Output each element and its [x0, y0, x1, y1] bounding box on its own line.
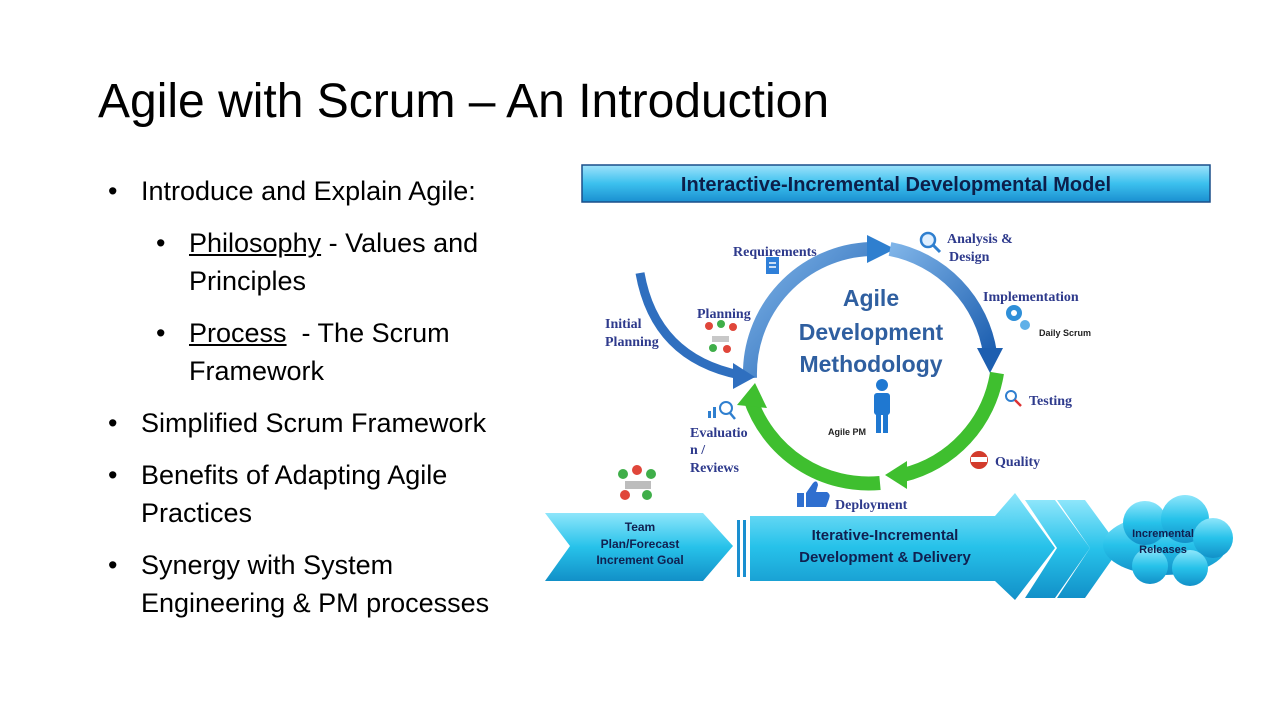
daily-scrum-label: Daily Scrum — [1039, 328, 1091, 338]
stage-initial-2: Planning — [605, 335, 659, 350]
testing-icon — [1005, 390, 1022, 407]
bullet-introduce-agile: Introduce and Explain Agile: — [108, 172, 528, 210]
stage-evaluation-3: Reviews — [690, 461, 740, 476]
person-icon — [874, 379, 890, 433]
stage-analysis-2: Design — [949, 250, 990, 265]
sub-bullet-philosophy: Philosophy - Values and Principles — [141, 224, 528, 300]
stage-quality: Quality — [995, 455, 1040, 470]
team-label-2: Plan/Forecast — [601, 537, 680, 551]
stage-requirements: Requirements — [733, 245, 817, 260]
iteration-divider — [737, 520, 746, 577]
quality-badge-icon — [970, 451, 988, 469]
stage-planning: Planning — [697, 307, 751, 322]
document-icon — [766, 257, 779, 274]
slide-title: Agile with Scrum – An Introduction — [98, 75, 830, 128]
process-text: - The Scrum Framework — [189, 318, 458, 386]
philosophy-text: - Values and Principles — [189, 228, 479, 296]
agile-model-diagram: Interactive-Incremental Developmental Mo… — [545, 164, 1233, 600]
analytics-icon — [708, 401, 736, 420]
releases-cloud — [1103, 495, 1233, 586]
process-label: Process — [189, 318, 287, 348]
stage-analysis-1: Analysis & — [947, 232, 1013, 247]
center-methodology: Methodology — [799, 351, 942, 377]
stage-initial-1: Initial — [605, 317, 642, 332]
chevron-1 — [1025, 500, 1090, 598]
cycle-arcs — [737, 235, 1004, 491]
initial-planning-arrow — [635, 272, 741, 380]
stage-evaluation-1: Evaluatio — [690, 426, 748, 441]
bullet-benefits: Benefits of Adapting Agile Practices — [108, 456, 528, 532]
stage-deployment: Deployment — [835, 498, 908, 513]
team-plan-arrow — [545, 513, 733, 581]
bullet-synergy: Synergy with System Engineering & PM pro… — [108, 546, 528, 622]
center-development: Development — [799, 319, 944, 345]
bullet-list: Introduce and Explain Agile: Philosophy … — [108, 172, 528, 636]
iterative-label-1: Iterative-Incremental — [812, 527, 959, 544]
stage-testing: Testing — [1029, 394, 1072, 409]
gear-icon — [1006, 305, 1030, 330]
magnifier-icon — [919, 231, 942, 254]
initial-planning-arrowhead — [733, 363, 755, 389]
stage-evaluation-2: n / — [690, 443, 706, 458]
stage-implementation: Implementation — [983, 290, 1079, 305]
banner-box — [581, 164, 1211, 203]
agile-pm-label: Agile PM — [828, 427, 866, 437]
iterative-label-2: Development & Delivery — [799, 549, 971, 566]
center-agile: Agile — [843, 285, 899, 311]
releases-label-1: Incremental — [1132, 528, 1194, 540]
planning-team-icon — [705, 320, 737, 353]
team-label-1: Team — [625, 520, 655, 534]
team-meeting-icon — [618, 465, 656, 500]
releases-label-2: Releases — [1139, 544, 1187, 556]
bullet-simplified-scrum: Simplified Scrum Framework — [108, 404, 528, 442]
iterative-development-arrow — [750, 493, 1055, 600]
banner-title: Interactive-Incremental Developmental Mo… — [681, 174, 1111, 196]
team-label-3: Increment Goal — [596, 553, 683, 567]
philosophy-label: Philosophy — [189, 228, 322, 258]
thumbs-up-icon — [797, 481, 830, 507]
sub-bullet-process: Process - The Scrum Framework — [141, 314, 528, 390]
